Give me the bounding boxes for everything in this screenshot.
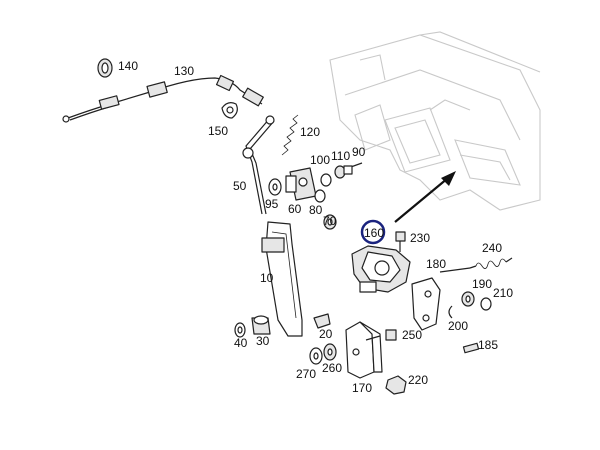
part-label-90: 90: [352, 145, 366, 159]
part-label-170: 170: [352, 381, 372, 395]
nut-part: [385, 375, 407, 395]
part-label-150: 150: [208, 124, 228, 138]
part-label-120: 120: [300, 125, 320, 139]
vehicle-frame-outline: [329, 31, 541, 211]
part-label-260: 260: [322, 361, 342, 375]
part-label-200: 200: [448, 319, 468, 333]
throttle-cable: [62, 74, 264, 123]
part-label-100: 100: [310, 153, 330, 167]
part-label-160: 160: [364, 226, 384, 240]
highlight-ring: [360, 219, 386, 245]
return-spring: [469, 257, 513, 269]
throttle-actuator: [351, 245, 411, 293]
part-label-70: 70: [323, 214, 337, 228]
linkage-rod: [242, 115, 275, 215]
retainer-clip: [313, 313, 331, 329]
part-label-60: 60: [288, 202, 302, 216]
grommet-part: [97, 58, 113, 78]
part-label-180: 180: [426, 257, 446, 271]
part-number-labels: 140 130 150 120 50 95 60 80 70 100 110 9…: [118, 59, 513, 395]
part-label-95: 95: [265, 197, 279, 211]
part-label-10: 10: [260, 271, 274, 285]
spring-part: [281, 114, 299, 156]
part-label-210: 210: [493, 286, 513, 300]
part-label-220: 220: [408, 373, 428, 387]
lever-bushings: [448, 291, 492, 319]
small-hardware: [268, 162, 363, 230]
pivot-bushings: [309, 343, 337, 365]
part-label-190: 190: [472, 277, 492, 291]
part-label-140: 140: [118, 59, 138, 73]
part-label-185: 185: [478, 338, 498, 352]
part-label-40: 40: [234, 336, 248, 350]
part-label-20: 20: [319, 327, 333, 341]
part-label-110: 110: [331, 149, 350, 163]
part-label-80: 80: [309, 203, 323, 217]
throttle-lever: [411, 267, 471, 331]
bolt-part-230: [395, 231, 406, 252]
part-label-130: 130: [174, 64, 194, 78]
accelerator-pedal: [261, 221, 303, 337]
installation-arrow: [394, 171, 456, 223]
mounting-bracket: [345, 321, 383, 379]
clip-part: [221, 102, 238, 119]
pedal-bushing: [234, 315, 271, 338]
bolt-part: [365, 329, 397, 341]
part-label-240: 240: [482, 241, 502, 255]
part-label-50: 50: [233, 179, 247, 193]
pin-part: [462, 342, 480, 354]
pivot-bracket: [285, 167, 317, 201]
part-label-230: 230: [410, 231, 430, 245]
part-label-30: 30: [256, 334, 270, 348]
part-label-270: 270: [296, 367, 316, 381]
part-label-250: 250: [402, 328, 422, 342]
